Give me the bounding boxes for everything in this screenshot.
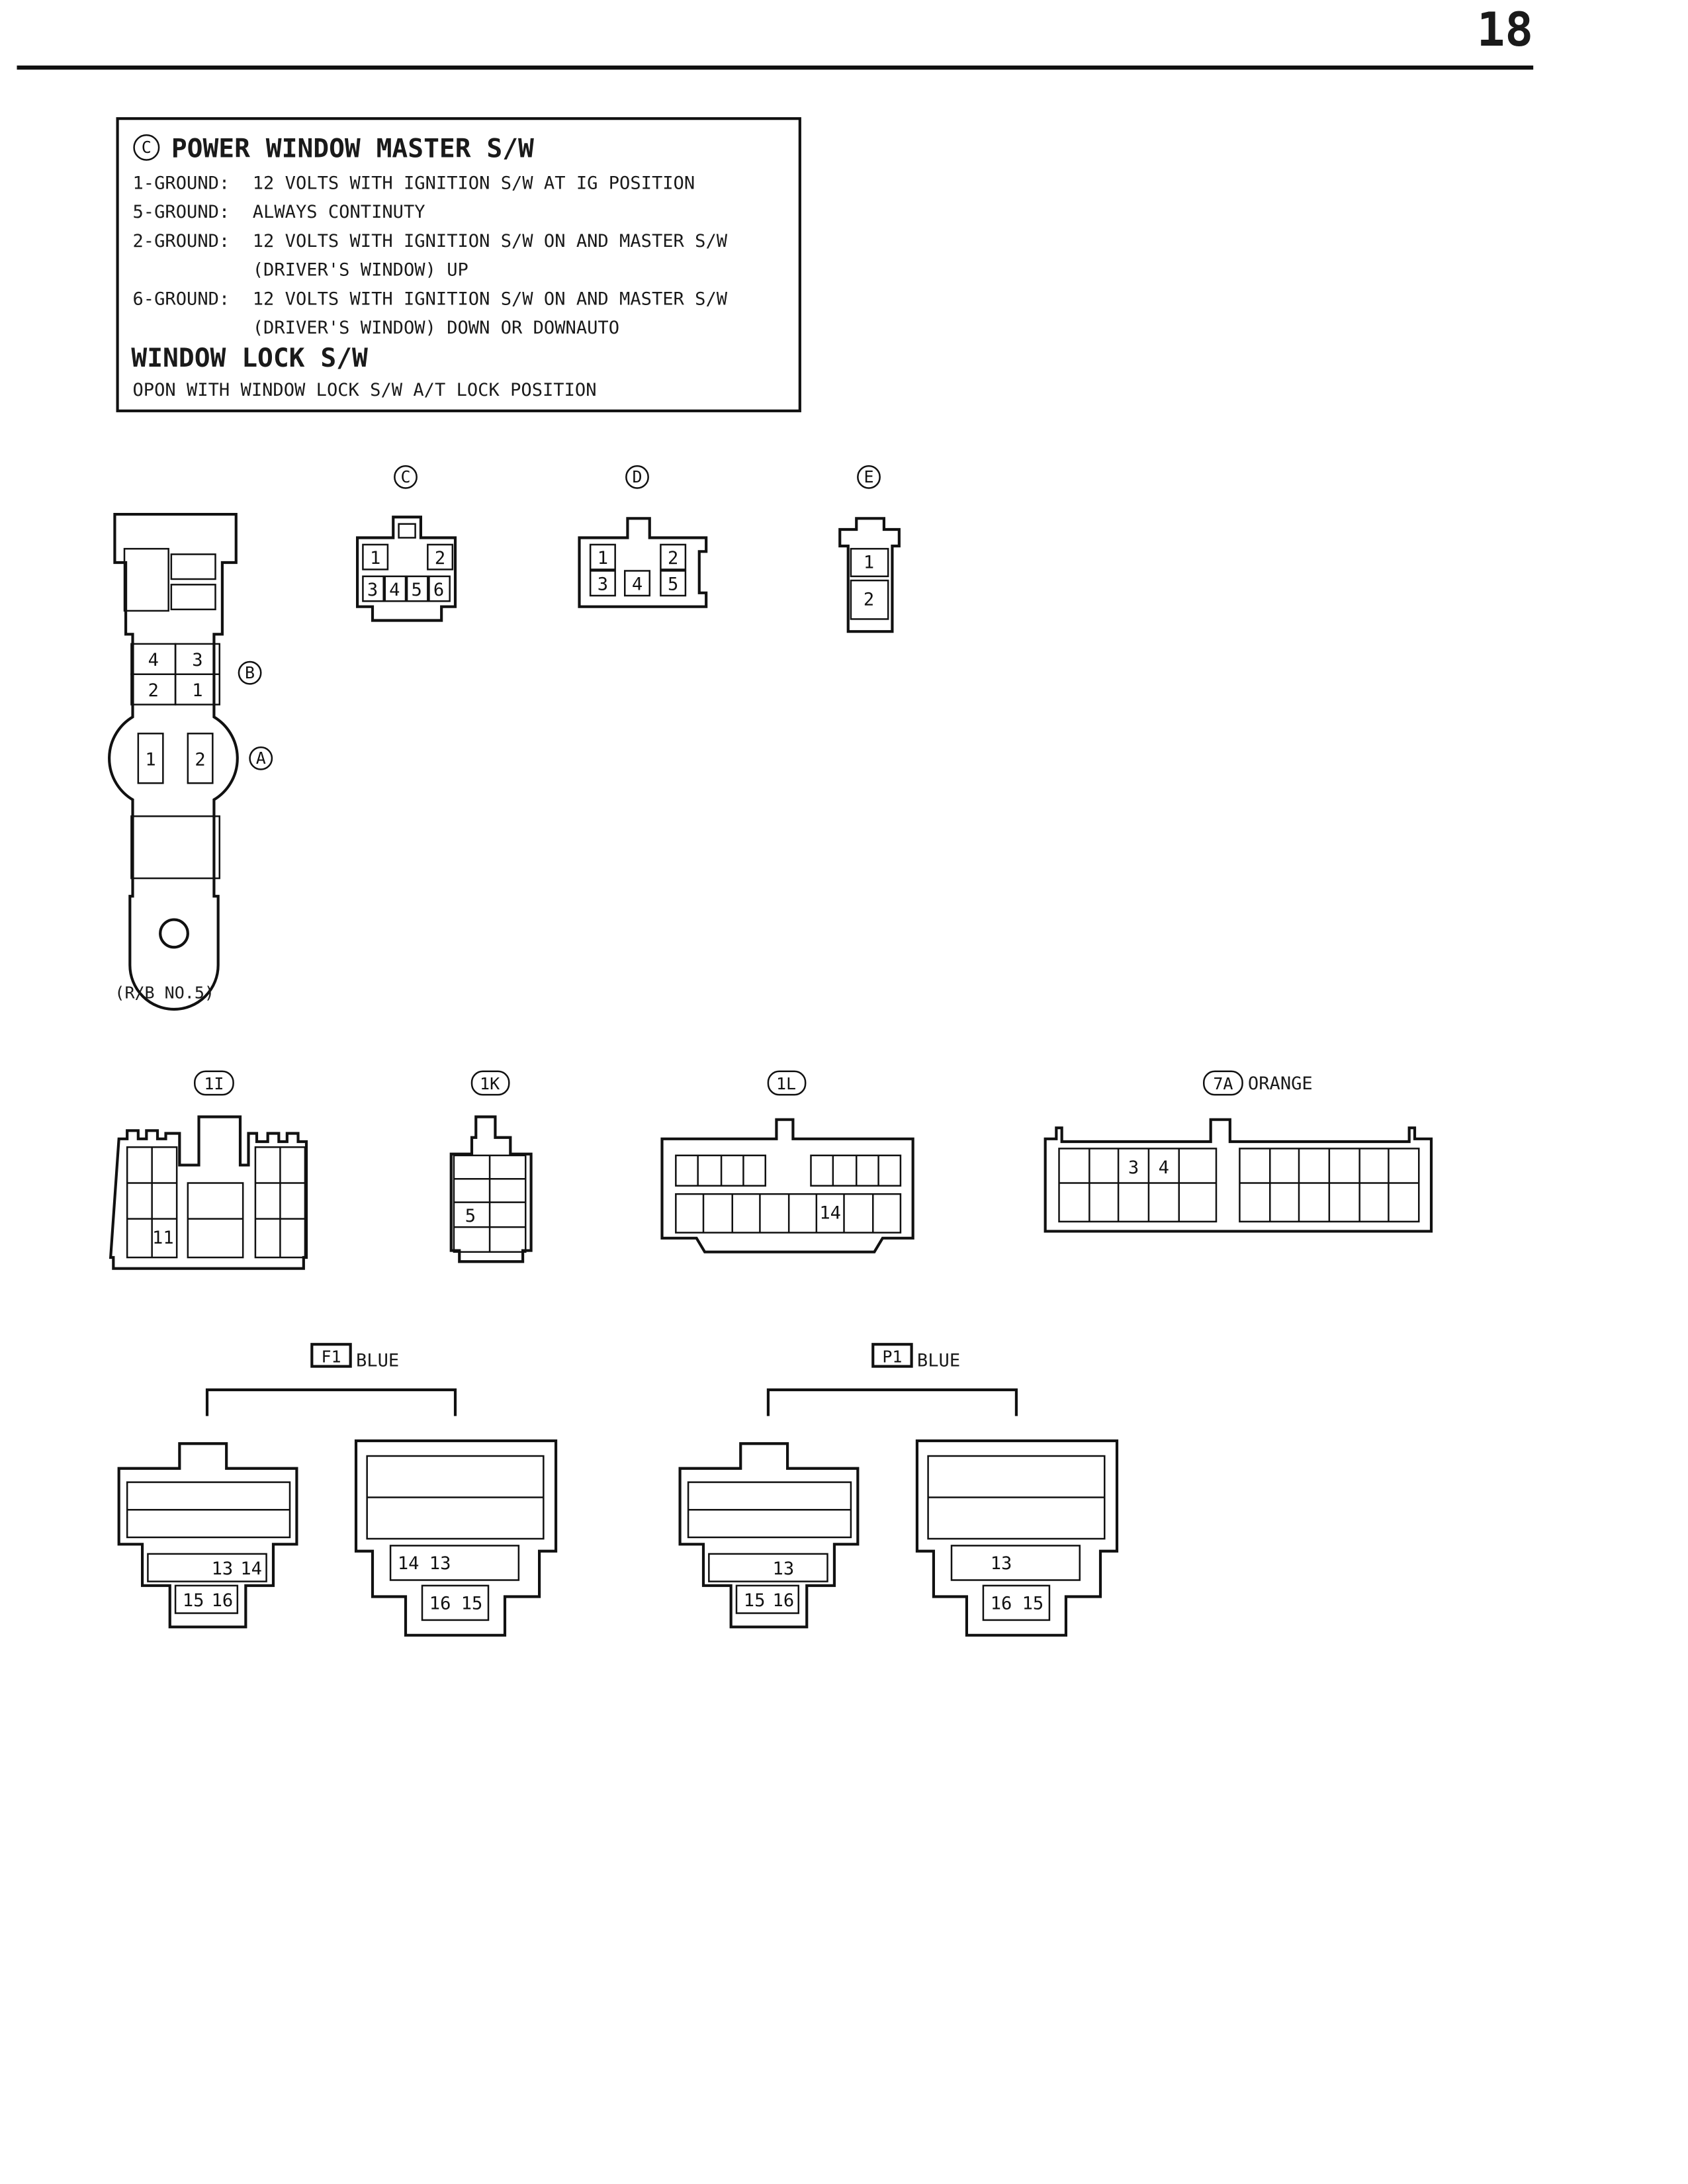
pin-number: 14: [819, 1203, 841, 1224]
pin-number: 1: [145, 749, 155, 770]
pin-number: 4: [389, 580, 400, 600]
pin-number: 1: [598, 548, 608, 569]
pin-number: 13: [212, 1559, 234, 1579]
connector-label: D: [632, 467, 642, 486]
pin-number: 1: [192, 680, 202, 701]
relay-caption: (R/B NO.5): [114, 983, 214, 1002]
connector-1i: 1I 11: [109, 1070, 308, 1270]
connector-c: C 1 2 3 4 5 6: [356, 465, 457, 622]
row-pin: 6-GROUND:: [133, 289, 230, 309]
pin-number: 1: [864, 552, 874, 572]
connector-7a: 7A ORANGE 3 4: [1044, 1070, 1433, 1233]
connector-label: 1L: [776, 1074, 796, 1093]
row-text: ALWAYS CONTINUTY: [253, 202, 425, 222]
pin-number: 2: [864, 590, 874, 610]
connector-label: 1I: [204, 1074, 224, 1093]
pin-number: 1: [370, 548, 380, 569]
pin-number: 15: [744, 1590, 766, 1611]
pin-number: 15: [1022, 1593, 1044, 1614]
pin-number: 4: [632, 574, 643, 595]
connector-label: C: [400, 467, 410, 486]
pin-number: 16: [212, 1590, 234, 1611]
pin-number: 3: [598, 574, 608, 595]
connector-label: 7A: [1213, 1074, 1233, 1093]
section2-text: OPON WITH WINDOW LOCK S/W A/T LOCK POSIT…: [133, 380, 597, 400]
section2-title: WINDOW LOCK S/W: [131, 343, 368, 373]
connector-label: F1: [321, 1347, 341, 1366]
connector-e: E 1 2: [838, 465, 901, 633]
row-text: (DRIVER'S WINDOW) DOWN OR DOWNAUTO: [253, 318, 619, 338]
pin-number: 2: [668, 548, 678, 569]
connector-color: ORANGE: [1248, 1073, 1313, 1094]
pin-number: 2: [195, 749, 205, 770]
row-text: 12 VOLTS WITH IGNITION S/W AT IG POSITIO…: [253, 173, 695, 193]
pin-number: 16: [991, 1593, 1012, 1614]
pin-number: 5: [668, 574, 678, 595]
pin-number: 6: [433, 580, 444, 600]
connector-label: B: [245, 663, 255, 682]
connector-label: A: [256, 749, 266, 768]
pin-number: 5: [465, 1206, 476, 1226]
connector-1l: 1L 14: [660, 1070, 914, 1253]
connector-1k: 1K 5: [449, 1070, 533, 1263]
connector-d: D 1 2 3 4 5: [578, 465, 708, 608]
pin-number: 15: [183, 1590, 204, 1611]
pin-number: 3: [367, 580, 378, 600]
pin-number: 11: [152, 1228, 174, 1248]
pin-number: 3: [1128, 1158, 1139, 1178]
connector-label: E: [864, 467, 873, 486]
pin-number: 2: [148, 680, 159, 701]
spec-title: POWER WINDOW MASTER S/W: [171, 133, 534, 163]
row-pin: 2-GROUND:: [133, 231, 230, 251]
row-pin: 1-GROUND:: [133, 173, 230, 193]
pin-number: 16: [429, 1593, 451, 1614]
connector-color: BLUE: [917, 1351, 960, 1371]
pin-number: 5: [412, 580, 422, 600]
pin-number: 14: [240, 1559, 262, 1579]
pin-number: 13: [773, 1559, 795, 1579]
pin-number: 15: [461, 1593, 483, 1614]
connector-label: P1: [882, 1347, 902, 1366]
row-text: 12 VOLTS WITH IGNITION S/W ON AND MASTER…: [253, 289, 728, 309]
connector-f1: F1 BLUE 13 14 15 16 14 13 16 15: [117, 1343, 558, 1637]
pin-number: 13: [429, 1553, 451, 1574]
row-pin: 5-GROUND:: [133, 202, 230, 222]
title-symbol: C: [142, 138, 152, 157]
pin-number: 2: [435, 548, 445, 569]
relay-block: 4 3 2 1 1 2 B A (R/B NO.5): [108, 513, 273, 1011]
spec-box: C POWER WINDOW MASTER S/W 1-GROUND: 12 V…: [116, 117, 801, 412]
connector-p1: P1 BLUE 13 15 16 13 16 15: [678, 1343, 1119, 1637]
pin-number: 13: [991, 1553, 1012, 1574]
pin-number: 16: [773, 1590, 795, 1611]
pin-number: 4: [1159, 1158, 1169, 1178]
row-text: (DRIVER'S WINDOW) UP: [253, 260, 468, 281]
connector-color: BLUE: [356, 1351, 399, 1371]
pin-number: 4: [148, 650, 159, 670]
pin-number: 3: [192, 650, 202, 670]
connector-label: 1K: [480, 1074, 500, 1093]
pin-number: 14: [398, 1553, 420, 1574]
circle-c-symbol: [133, 134, 160, 161]
page-number: 18: [1477, 2, 1533, 57]
row-text: 12 VOLTS WITH IGNITION S/W ON AND MASTER…: [253, 231, 728, 251]
